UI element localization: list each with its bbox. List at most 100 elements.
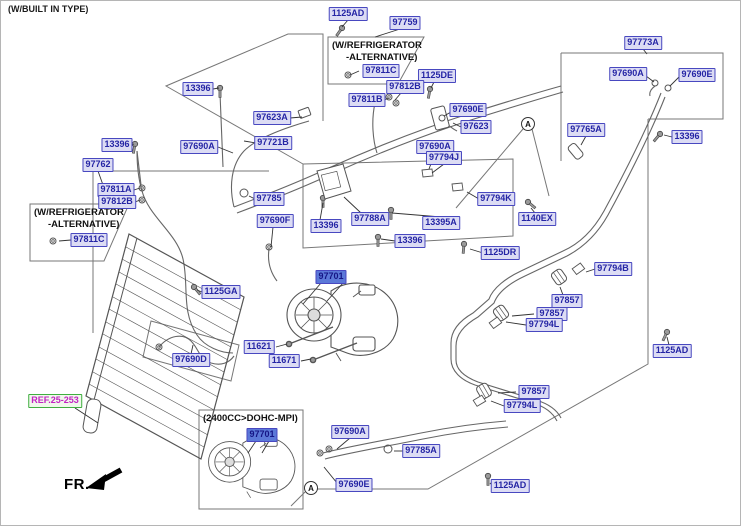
part-label-13396[interactable]: 13396: [310, 219, 342, 233]
leader-line: [289, 116, 303, 119]
part-label-97759[interactable]: 97759: [389, 16, 421, 30]
leader-line: [134, 199, 141, 203]
leader-line: [58, 239, 72, 242]
part-label-97812B[interactable]: 97812B: [98, 195, 136, 209]
leader-line: [394, 92, 402, 101]
leader-line: [374, 28, 401, 38]
part-label-97788A[interactable]: 97788A: [351, 212, 389, 226]
engine-variant-note: (2400CC>DOHC-MPI): [203, 413, 298, 424]
leader-line: [319, 202, 324, 221]
leader-line: [74, 407, 99, 424]
enclosure-boxes: [29, 33, 724, 510]
refrigerator-alternative-note-left-line1: (W/REFRIGERATOR: [34, 207, 124, 218]
part-label-97701[interactable]: 97701: [315, 270, 347, 284]
part-label-1125GA[interactable]: 1125GA: [201, 285, 241, 299]
part-label-1125AD[interactable]: 1125AD: [652, 344, 692, 358]
leader-line: [326, 282, 344, 302]
fastener-icons: [49, 23, 672, 486]
leader-line: [275, 343, 288, 348]
part-label-13396[interactable]: 13396: [671, 130, 703, 144]
part-label-97765A[interactable]: 97765A: [567, 123, 605, 137]
part-label-97701[interactable]: 97701: [246, 428, 278, 442]
part-label-REF.25-253[interactable]: REF.25-253: [28, 394, 82, 408]
leader-line: [336, 437, 351, 450]
part-label-13396[interactable]: 13396: [182, 82, 214, 96]
part-label-97690A[interactable]: 97690A: [331, 425, 369, 439]
leader-line: [217, 146, 234, 154]
part-label-11671[interactable]: 11671: [268, 354, 300, 368]
leader-line: [243, 140, 257, 144]
leader-line: [585, 268, 596, 273]
part-label-13396[interactable]: 13396: [394, 234, 426, 248]
part-label-97623[interactable]: 97623: [460, 120, 492, 134]
part-label-97794K[interactable]: 97794K: [477, 192, 515, 206]
part-label-97690E[interactable]: 97690E: [678, 68, 716, 82]
part-label-97690E[interactable]: 97690E: [449, 103, 487, 117]
refrigerator-alternative-note-top-line1: (W/REFRIGERATOR: [332, 40, 422, 51]
leader-line: [497, 391, 517, 394]
part-label-97690F[interactable]: 97690F: [256, 214, 294, 228]
part-label-97794L[interactable]: 97794L: [525, 318, 563, 332]
leader-line: [663, 134, 673, 138]
leader-line: [511, 313, 535, 317]
part-label-97794L[interactable]: 97794L: [503, 399, 541, 413]
part-label-11621[interactable]: 11621: [243, 340, 275, 354]
leader-line: [349, 70, 360, 76]
part-label-97623A[interactable]: 97623A: [253, 111, 291, 125]
leader-line: [190, 344, 194, 355]
part-label-97773A[interactable]: 97773A: [624, 36, 662, 50]
part-label-97785[interactable]: 97785: [253, 192, 285, 206]
part-label-1140EX[interactable]: 1140EX: [518, 212, 556, 226]
part-label-97794J[interactable]: 97794J: [425, 151, 463, 165]
part-label-97690A[interactable]: 97690A: [609, 67, 647, 81]
part-label-1125DR[interactable]: 1125DR: [480, 246, 520, 260]
leader-line: [133, 187, 141, 191]
part-label-97690E[interactable]: 97690E: [335, 478, 373, 492]
part-label-97794B[interactable]: 97794B: [594, 262, 632, 276]
leader-line: [196, 289, 203, 293]
refrigerator-alternative-note-top-line2: -ALTERNATIVE): [346, 52, 418, 63]
part-label-13395A[interactable]: 13395A: [422, 216, 460, 230]
part-label-97762[interactable]: 97762: [82, 158, 114, 172]
part-label-1125DE[interactable]: 1125DE: [417, 69, 457, 83]
leader-line: [261, 440, 270, 454]
part-label-97812B[interactable]: 97812B: [386, 80, 424, 94]
part-label-97690D[interactable]: 97690D: [172, 353, 210, 367]
leader-line: [505, 321, 527, 326]
leader-line: [430, 81, 435, 89]
part-label-97811C[interactable]: 97811C: [362, 64, 400, 78]
leader-line: [666, 336, 670, 346]
leader-line: [380, 238, 396, 242]
part-label-97721B[interactable]: 97721B: [254, 136, 292, 150]
leader-line: [212, 87, 220, 90]
leader-line: [669, 76, 680, 87]
condenser-drawing: [82, 233, 245, 460]
leader-line: [343, 196, 362, 214]
part-label-97785A[interactable]: 97785A: [402, 444, 440, 458]
part-label-97811C[interactable]: 97811C: [70, 233, 108, 247]
front-direction-arrow-icon: [86, 467, 123, 490]
detail-marker-A: A: [304, 481, 318, 495]
part-label-97857[interactable]: 97857: [551, 294, 583, 308]
built-in-type-note: (W/BUILT IN TYPE): [8, 4, 89, 14]
part-label-97811B[interactable]: 97811B: [348, 93, 386, 107]
leader-line: [247, 440, 257, 454]
leader-line: [302, 282, 322, 305]
leader-line: [270, 226, 274, 248]
leader-line: [300, 358, 312, 362]
part-label-97690A[interactable]: 97690A: [180, 140, 218, 154]
part-label-97857[interactable]: 97857: [518, 385, 550, 399]
leader-line: [452, 122, 462, 128]
leader-line: [559, 286, 564, 296]
part-label-1125AD[interactable]: 1125AD: [328, 7, 368, 21]
part-label-13396[interactable]: 13396: [101, 138, 133, 152]
leader-line: [431, 163, 445, 174]
leader-line: [341, 19, 349, 28]
part-label-1125AD[interactable]: 1125AD: [490, 479, 530, 493]
detail-marker-A: A: [521, 117, 535, 131]
leader-line: [466, 191, 480, 200]
leader-line: [490, 400, 505, 407]
